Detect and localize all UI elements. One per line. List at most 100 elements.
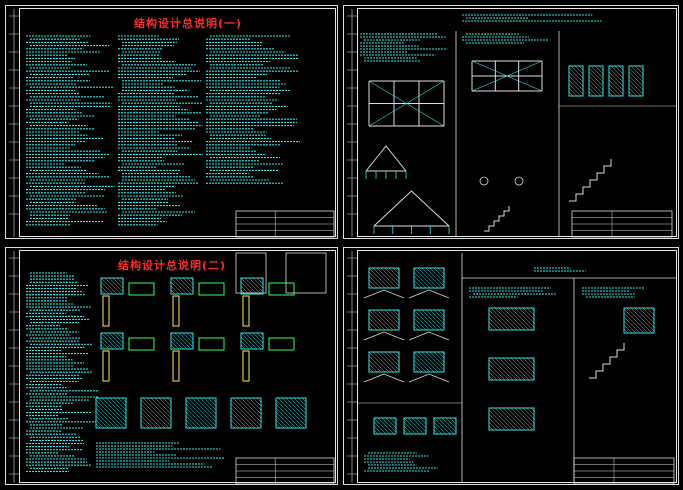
hatch [510, 357, 534, 381]
hatch [376, 309, 398, 331]
hatch [433, 309, 445, 321]
hatch [166, 397, 172, 403]
detail-frame [568, 65, 584, 97]
hatch [413, 355, 431, 373]
hatch [488, 317, 502, 331]
hatch [240, 336, 254, 350]
hatch [506, 407, 530, 431]
hatch [396, 309, 400, 313]
roof-joint-detail [363, 289, 405, 299]
hatch [376, 267, 398, 289]
hatch [178, 277, 194, 293]
hatch [614, 65, 624, 75]
hatch [488, 363, 506, 381]
hatch [240, 289, 246, 295]
hatch [610, 65, 624, 79]
hatch [413, 321, 423, 331]
hatch [578, 65, 584, 71]
hatch [530, 407, 535, 412]
hatch [650, 307, 655, 312]
hatch [140, 415, 154, 429]
hatch [413, 275, 427, 289]
hatch [240, 340, 250, 350]
column-section [242, 295, 250, 327]
hatch [368, 313, 386, 331]
hatch [368, 267, 390, 289]
hatch [488, 409, 510, 431]
hatch [588, 67, 604, 83]
hatch [433, 429, 439, 435]
hatch [174, 332, 192, 350]
hatch [642, 307, 655, 320]
hatch [100, 336, 114, 350]
hatch [275, 415, 289, 429]
hatch [502, 307, 526, 331]
hatch [646, 307, 655, 316]
column-section [102, 350, 110, 382]
hatch [186, 277, 194, 285]
hatch [140, 423, 146, 429]
hatch [101, 397, 127, 423]
hatch [385, 417, 397, 429]
hatch [634, 307, 655, 328]
drawing-sheet-1: 结构设计总说明(一) [5, 5, 338, 239]
hatch [100, 281, 114, 295]
hatch [433, 425, 443, 435]
hatch [195, 397, 217, 419]
hatch [248, 397, 262, 411]
hatch [240, 281, 254, 295]
beam-section [128, 282, 155, 296]
hatch [388, 351, 400, 363]
hatch [230, 403, 256, 429]
section-marker [514, 176, 524, 186]
hatch [628, 91, 634, 97]
hatch [488, 325, 494, 331]
hatch [417, 267, 439, 289]
stair-profile [589, 343, 625, 379]
roof-joint-detail [408, 289, 450, 299]
hatch [185, 407, 207, 429]
hatch [429, 309, 445, 325]
hatch [368, 279, 378, 289]
hatch [413, 279, 423, 289]
hatch [502, 357, 526, 381]
hatch [488, 425, 494, 431]
hatch [240, 344, 246, 350]
hatch [170, 340, 180, 350]
hatch [95, 399, 125, 429]
stair-profile [484, 206, 510, 232]
hatch [413, 317, 427, 331]
detail-frame [230, 397, 262, 429]
hatch [623, 312, 645, 334]
hatch [392, 267, 400, 275]
hatch [170, 281, 184, 295]
hatch [301, 397, 307, 403]
hatch [608, 79, 624, 95]
hatch [488, 313, 506, 331]
hatch [113, 397, 127, 411]
hatch [178, 332, 194, 348]
hatch [277, 397, 307, 427]
hatch [626, 307, 653, 334]
hatch [140, 411, 158, 429]
hatch [248, 332, 264, 348]
hatch [368, 321, 378, 331]
hatch [494, 357, 518, 381]
hatch [638, 65, 644, 71]
section-marker [479, 176, 489, 186]
hatch [522, 407, 535, 420]
hatch [380, 351, 400, 371]
hatch [490, 357, 514, 381]
hatch [384, 309, 400, 325]
hatch [104, 332, 122, 350]
hatch [260, 277, 264, 281]
hatch [433, 417, 451, 435]
hatch [403, 417, 421, 435]
hatch [488, 359, 510, 381]
beam-section [268, 282, 295, 296]
detail-frame [608, 65, 624, 97]
hatch [392, 351, 400, 359]
detail-frame [185, 397, 217, 429]
hatch [441, 267, 445, 271]
hatch [170, 285, 180, 295]
